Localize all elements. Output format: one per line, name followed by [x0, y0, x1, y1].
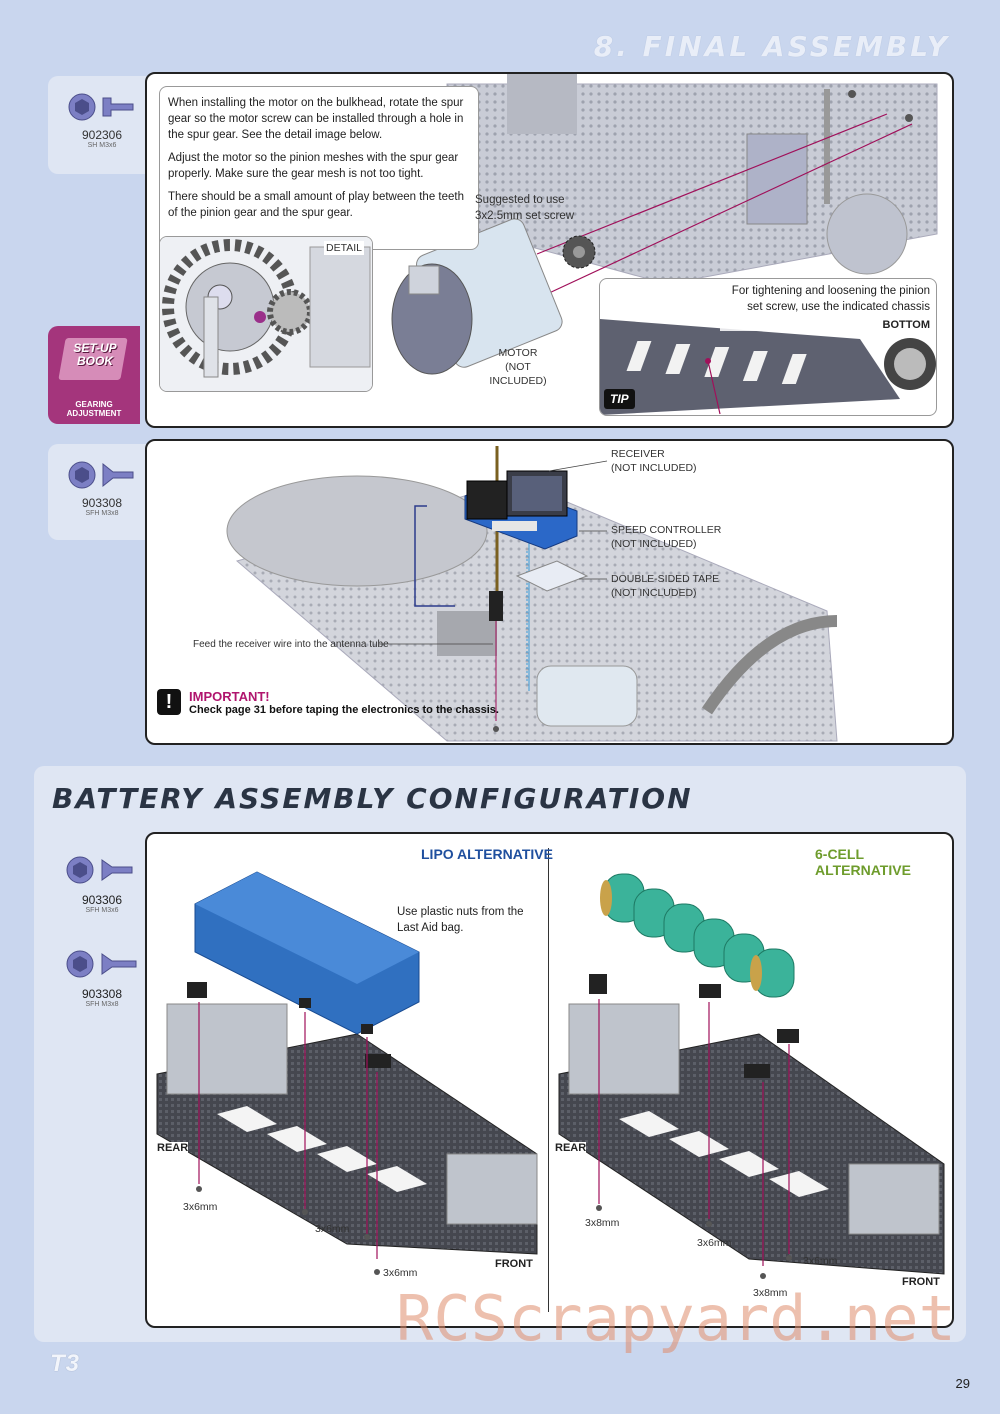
battery-panel: LIPO ALTERNATIVE Use plastic nuts from t… [145, 832, 954, 1328]
lipo-screw-2: 3x6mm [315, 1223, 350, 1235]
gear-detail-illustration [160, 237, 372, 391]
electronics-panel: RECEIVER (NOT INCLUDED) SPEED CONTROLLER… [145, 439, 954, 745]
cell-label: 6-CELL ALTERNATIVE [815, 846, 911, 878]
instruction-2: Adjust the motor so the pinion meshes wi… [168, 152, 459, 180]
double-sided-tape-icon [515, 560, 589, 592]
cell-illustration [558, 873, 945, 1279]
receiver-note: (NOT INCLUDED) [611, 462, 697, 474]
important-icon: ! [157, 689, 181, 715]
electronics-illustration [226, 446, 838, 742]
motor-note: (NOT INCLUDED) [489, 361, 547, 387]
motor-mount-icon [746, 133, 808, 225]
receiver-label-group: RECEIVER (NOT INCLUDED) [611, 447, 697, 475]
motor-label: MOTOR [498, 347, 538, 359]
instructions-callout: When installing the motor on the bulkhea… [159, 86, 479, 250]
speed-controller-label-group: SPEED CONTROLLER (NOT INCLUDED) [611, 523, 721, 551]
receiver-icon [466, 470, 568, 520]
lipo-front-label: FRONT [495, 1258, 533, 1270]
watermark: RCScrapyard.net [396, 1282, 956, 1355]
motor-install-panel: When installing the motor on the bulkhea… [145, 72, 954, 428]
tip-callout: For tightening and loosening the pinion … [599, 278, 937, 416]
screw-code: 903306 [81, 893, 123, 907]
speed-controller-label: SPEED CONTROLLER [611, 524, 722, 536]
tip-view-label: BOTTOM [882, 317, 930, 333]
motor-label-group: MOTOR (NOT INCLUDED) [477, 346, 559, 388]
pinion-gear-icon [562, 235, 596, 269]
cell-screw-3: 3x6mm [803, 1255, 838, 1267]
tape-label: DOUBLE-SIDED TAPE [611, 573, 720, 585]
screw-spec: SFH M3x8 [85, 1001, 119, 1008]
screw-spec: SFH M3x6 [85, 907, 119, 914]
receiver-label: RECEIVER [611, 448, 665, 460]
tape-label-group: DOUBLE-SIDED TAPE (NOT INCLUDED) [611, 572, 719, 600]
plastic-nut-icon [187, 982, 391, 1068]
setup-book-line2: BOOK [77, 354, 113, 368]
chassis-illustration [391, 74, 938, 375]
screw-code: 902306 [81, 128, 123, 142]
battery-section-title: BATTERY ASSEMBLY CONFIGURATION [52, 782, 693, 815]
setup-book-caption: GEARING ADJUSTMENT [66, 400, 122, 418]
lipo-battery-icon [194, 871, 420, 1035]
page-title: 8. FINAL ASSEMBLY [593, 30, 950, 63]
detail-callout: DETAIL [159, 236, 373, 392]
lipo-screw-1: 3x6mm [183, 1201, 218, 1213]
lipo-screw-3: 3x6mm [383, 1267, 418, 1279]
detail-label: DETAIL [324, 241, 364, 255]
screw-code: 903308 [81, 496, 123, 510]
cell-screw-2: 3x6mm [697, 1237, 732, 1249]
setup-book-line1: SET-UP [73, 341, 117, 355]
important-text: Check page 31 before taping the electron… [189, 704, 499, 716]
instruction-1: When installing the motor on the bulkhea… [168, 97, 464, 141]
page-number: 29 [955, 1376, 970, 1391]
cell-screw-4: 3x8mm [753, 1287, 788, 1299]
screw-icon [66, 950, 137, 978]
battery-screw-903306: 903306 SFH M3x6 [48, 852, 156, 914]
cell-screw-1: 3x8mm [585, 1217, 620, 1229]
chassis-bottom-illustration [600, 319, 936, 415]
setup-book-tab[interactable]: SET-UP BOOK GEARING ADJUSTMENT [48, 326, 140, 424]
screw-spec: SFH M3x8 [85, 510, 119, 517]
screw-icon [68, 93, 134, 121]
lipo-illustration [156, 871, 538, 1275]
screw-spec: SH M3x6 [87, 142, 117, 149]
lipo-label: LIPO ALTERNATIVE [421, 846, 553, 862]
screw-code: 903308 [81, 987, 123, 1001]
motor-icon [391, 218, 563, 375]
important-title: IMPORTANT! [189, 689, 270, 704]
instruction-3: There should be a small amount of play b… [168, 191, 464, 219]
cell-rear-label: REAR [555, 1142, 587, 1154]
screw-icon [66, 856, 133, 884]
lipo-note: Use plastic nuts from the Last Aid bag. [397, 906, 524, 934]
screw-tab-902306: 902306 SH M3x6 [48, 76, 156, 174]
important-note: IMPORTANT! Check page 31 before taping t… [189, 689, 499, 716]
plastic-nut-icon [589, 974, 799, 1078]
tape-note: (NOT INCLUDED) [611, 587, 697, 599]
cell-front-label: FRONT [902, 1276, 940, 1288]
set-screw-note: Suggested to use 3x2.5mm set screw [475, 194, 575, 222]
battery-cells-icon [600, 873, 795, 998]
t3-logo: T3 [50, 1350, 81, 1377]
lipo-rear-label: REAR [157, 1142, 189, 1154]
battery-screw-903308: 903308 SFH M3x8 [48, 946, 156, 1008]
screw-icon [68, 461, 134, 489]
speed-controller-note: (NOT INCLUDED) [611, 538, 697, 550]
antenna-note: Feed the receiver wire into the antenna … [193, 639, 389, 650]
tip-badge: TIP [604, 389, 635, 409]
screw-tab-903308: 903308 SFH M3x8 [48, 444, 156, 540]
divider [548, 848, 549, 1312]
